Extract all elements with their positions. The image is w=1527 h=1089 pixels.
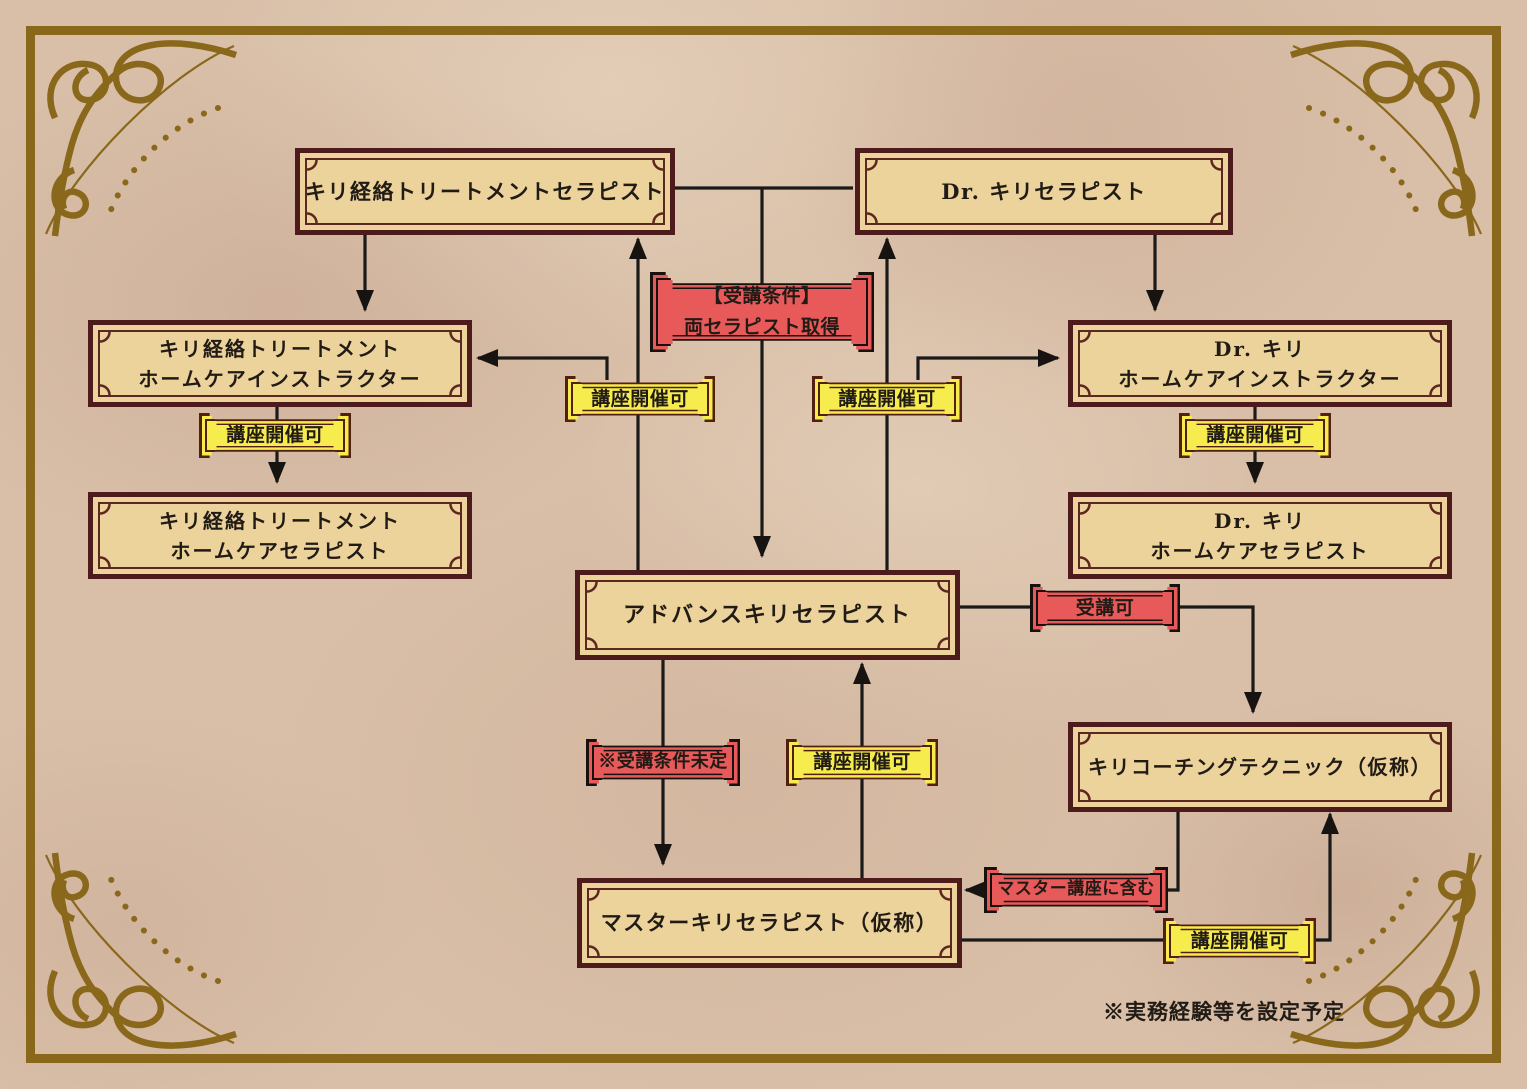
arrow-elbow-to-left-instructor xyxy=(476,349,609,380)
node-dr-kiri-homecare-therapist: Dr. キリ ホームケアセラピスト xyxy=(1068,492,1452,579)
badge-course-available-right-column: 講座開催可 xyxy=(812,376,962,422)
corner-flourish-top-right xyxy=(1290,40,1483,237)
node-inner-frame xyxy=(585,580,950,650)
node-kiri-coaching-technique: キリコーチングテクニック（仮称） xyxy=(1068,722,1452,812)
node-inner-frame xyxy=(98,502,462,569)
node-master-kiri-therapist: マスターキリセラピスト（仮称） xyxy=(577,878,962,968)
node-inner-frame xyxy=(865,158,1223,225)
node-label: キリコーチングテクニック（仮称） xyxy=(1088,755,1432,779)
node-label: マスターキリセラピスト（仮称） xyxy=(600,910,939,936)
badge-label: 講座開催可 xyxy=(813,751,911,774)
badge-prerequisite-both-therapists: 【受講条件】 両セラピスト取得 xyxy=(650,272,874,352)
badge-label: ※受講条件未定 xyxy=(598,751,728,773)
corner-flourish-top-left xyxy=(44,40,237,237)
corner-flourish-bottom-right xyxy=(1290,852,1483,1049)
node-kiri-keiraku-homecare-therapist: キリ経絡トリートメント ホームケアセラピスト xyxy=(88,492,472,579)
badge-enrollment-allowed: 受講可 xyxy=(1030,584,1180,632)
node-kiri-keiraku-treatment-therapist: キリ経絡トリートメントセラピスト xyxy=(295,148,675,235)
arrow-master-to-coaching xyxy=(962,812,1339,942)
node-dr-kiri-therapist: Dr. キリセラピスト xyxy=(855,148,1233,235)
node-inner-frame xyxy=(1078,330,1442,397)
node-label: Dr. キリ ホームケアセラピスト xyxy=(1150,508,1370,563)
node-label: キリ経絡トリートメント ホームケアセラピスト xyxy=(159,508,401,563)
badge-label: 講座開催可 xyxy=(1206,424,1304,447)
badge-label: 【受講条件】 両セラピスト取得 xyxy=(683,284,840,338)
node-label: Dr. キリセラピスト xyxy=(941,178,1147,204)
node-label: キリ経絡トリートメント ホームケアインストラクター xyxy=(138,336,422,391)
node-inner-frame xyxy=(305,158,665,225)
badge-label: 講座開催可 xyxy=(226,424,324,447)
badge-label: 講座開催可 xyxy=(838,387,936,410)
badge-label: 講座開催可 xyxy=(591,387,689,410)
node-dr-kiri-homecare-instructor: Dr. キリ ホームケアインストラクター xyxy=(1068,320,1452,407)
badge-label: 受講可 xyxy=(1075,596,1135,619)
badge-label: 講座開催可 xyxy=(1190,929,1289,952)
node-inner-frame xyxy=(1078,732,1442,802)
node-inner-frame xyxy=(98,330,462,397)
badge-course-available-left-column: 講座開催可 xyxy=(565,376,715,422)
node-label: アドバンスキリセラピスト xyxy=(623,601,912,628)
node-inner-frame xyxy=(1078,502,1442,569)
badge-prerequisite-undecided: ※受講条件未定 xyxy=(586,739,740,786)
arrow-elbow-to-right-instructor xyxy=(916,349,1060,380)
badge-course-available-under-right-instructor: 講座開催可 xyxy=(1179,413,1331,458)
node-label: キリ経絡トリートメントセラピスト xyxy=(305,178,665,204)
corner-flourish-bottom-left xyxy=(44,852,237,1049)
badge-course-available-bottom-right: 講座開催可 xyxy=(1163,918,1316,964)
footnote: ※実務経験等を設定予定 xyxy=(1103,999,1345,1024)
badge-course-available-center-bottom: 講座開催可 xyxy=(786,739,938,786)
badge-label: マスター講座に含む xyxy=(997,879,1155,900)
node-inner-frame xyxy=(587,888,952,958)
node-kiri-keiraku-homecare-instructor: キリ経絡トリートメント ホームケアインストラクター xyxy=(88,320,472,407)
node-label: Dr. キリ ホームケアインストラクター xyxy=(1118,336,1402,391)
badge-included-in-master-course: マスター講座に含む xyxy=(984,867,1168,913)
gold-frame-border xyxy=(26,26,1501,1063)
badge-course-available-under-left-instructor: 講座開催可 xyxy=(199,413,351,458)
node-advance-kiri-therapist: アドバンスキリセラピスト xyxy=(575,570,960,660)
